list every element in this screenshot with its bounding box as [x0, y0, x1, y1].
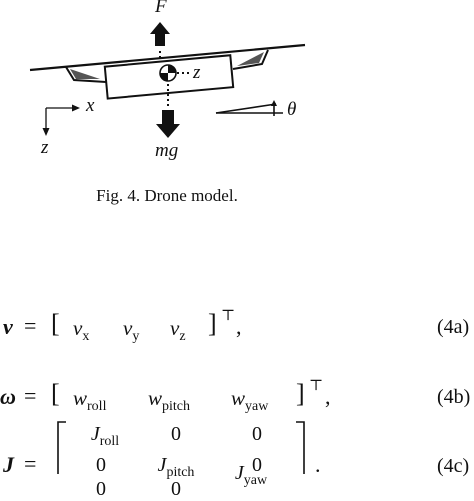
left-bracket: [ — [51, 379, 60, 408]
equation-lhs: ω — [0, 384, 16, 409]
matrix-cell: 0 — [252, 454, 262, 476]
matrix-cell: Jyaw — [234, 462, 268, 488]
equation-number: (4a) — [437, 316, 470, 338]
equation-angular-velocity: ω = [ wroll wpitch wyaw ] ⊤ , (4b) — [0, 378, 474, 416]
equation-punctuation: , — [325, 384, 331, 409]
left-bracket: [ — [51, 309, 60, 338]
matrix-cell: 0 — [252, 423, 262, 445]
vector-component: vx — [73, 316, 90, 345]
gravity-label: mg — [155, 140, 179, 161]
equation-punctuation: . — [315, 452, 321, 477]
figure-caption: Fig. 4. Drone model. — [96, 186, 238, 205]
thrust-arrow — [150, 22, 170, 46]
drone-arm-line — [29, 43, 306, 72]
vector-component: wyaw — [231, 386, 269, 415]
theta-tilt-line — [215, 103, 277, 114]
vector-component: vz — [170, 316, 186, 345]
x-axis-label: x — [86, 95, 95, 116]
z-axis-label: z — [41, 137, 49, 158]
equation-velocity: v = [ vx vy vz ] ⊤ , (4a) — [0, 308, 474, 346]
equals-sign: = — [24, 313, 37, 338]
matrix-cell: 0 — [171, 423, 181, 445]
equation-lhs: J — [3, 452, 14, 477]
right-motor-mount — [232, 49, 269, 70]
equals-sign: = — [24, 451, 37, 476]
matrix-brackets — [57, 421, 305, 474]
equation-number: (4b) — [437, 386, 471, 408]
equation-number: (4c) — [437, 455, 470, 477]
drone-figure: F z x z mg θ — [0, 0, 474, 170]
x-axis-arrowhead — [72, 104, 80, 112]
transpose-symbol: ⊤ — [221, 308, 236, 324]
force-label: F — [155, 0, 167, 17]
body-z-label: z — [193, 62, 201, 83]
z-axis-arrowhead — [42, 128, 50, 136]
equation-punctuation: , — [236, 314, 242, 339]
right-motor-mount-fill — [237, 52, 264, 66]
theta-label: θ — [287, 99, 297, 120]
gravity-arrow — [156, 110, 180, 138]
matrix-cell: Jroll — [90, 423, 120, 449]
left-motor-mount — [65, 66, 107, 83]
vector-component: wpitch — [148, 386, 191, 415]
transpose-symbol: ⊤ — [309, 378, 324, 394]
equals-sign: = — [24, 383, 37, 408]
right-bracket: ] — [208, 309, 217, 338]
right-bracket: ] — [296, 379, 305, 408]
matrix-cell: 0 — [96, 454, 106, 476]
left-motor-mount-fill — [70, 69, 100, 79]
drone-diagram — [29, 22, 306, 138]
center-of-mass-icon — [159, 64, 177, 82]
vector-component: wroll — [73, 386, 107, 415]
vector-component: vy — [123, 316, 140, 345]
equation-lhs: v — [3, 314, 13, 339]
theta-arrowhead — [271, 100, 277, 106]
